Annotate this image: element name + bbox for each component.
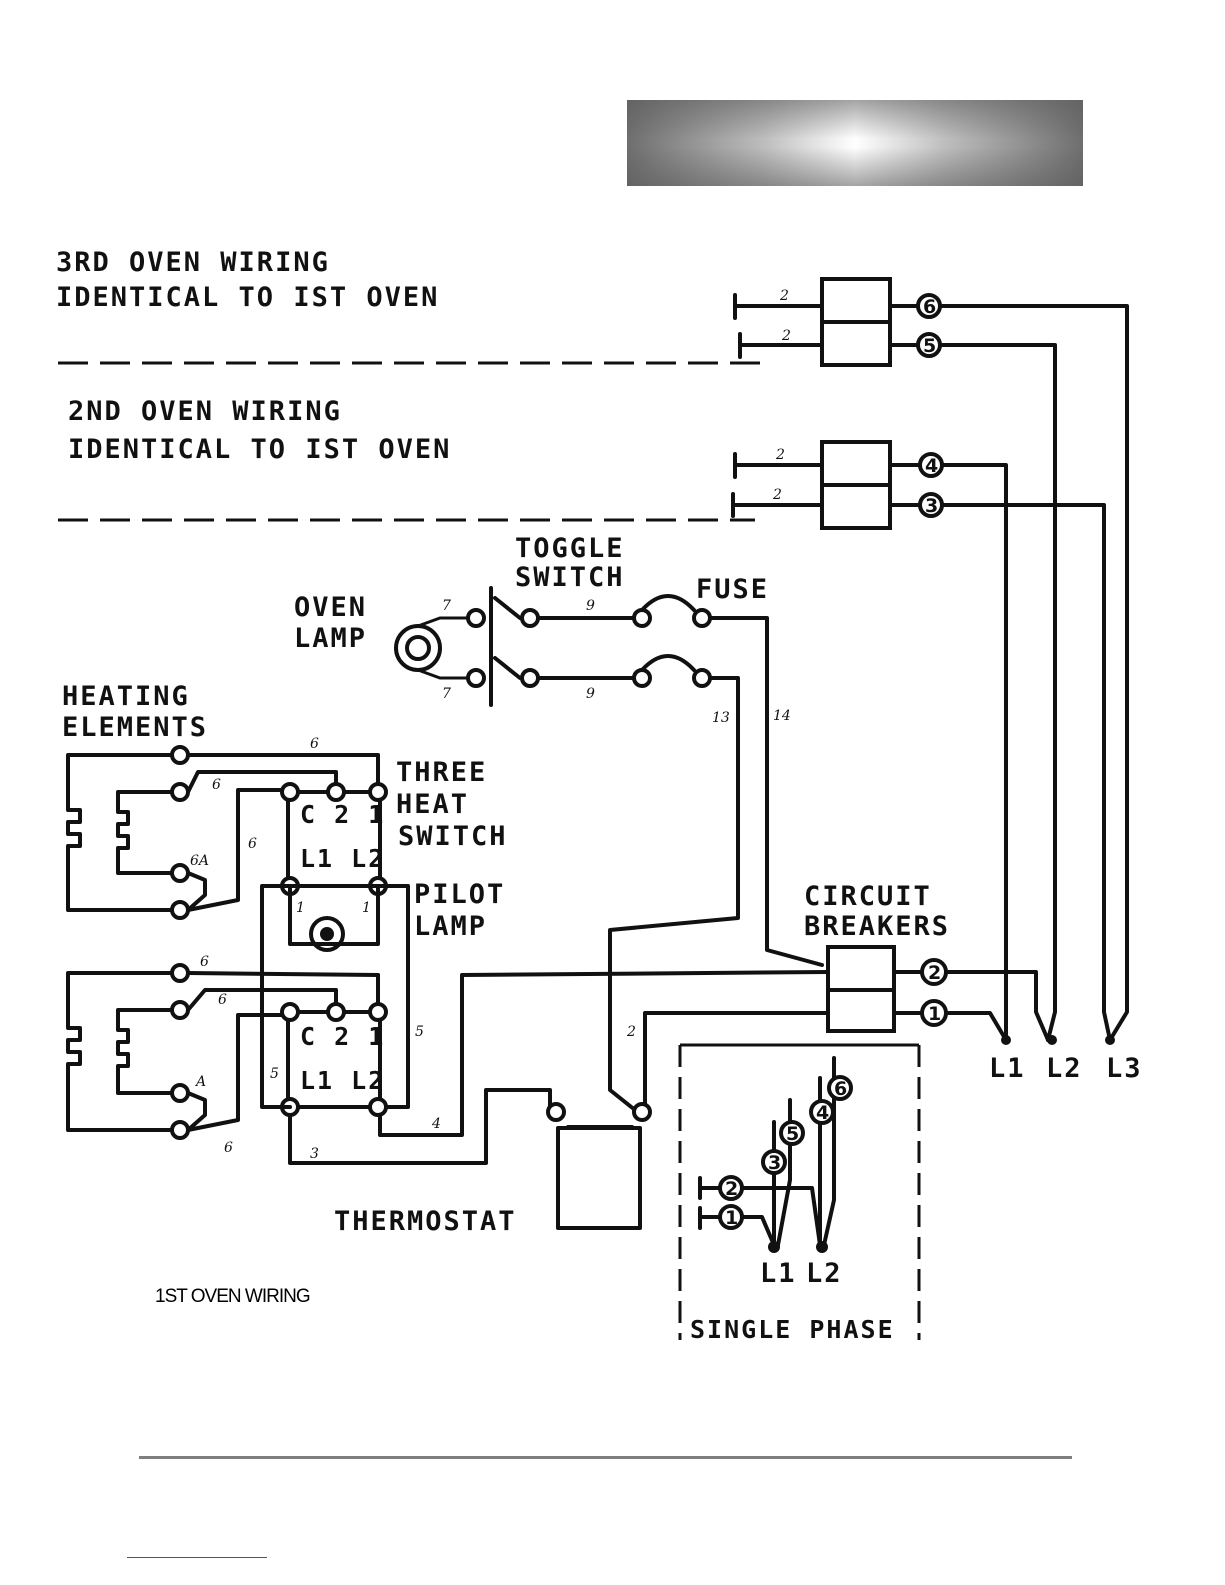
wire-number: 2: [626, 1024, 636, 1040]
wire-number: 6: [248, 836, 257, 852]
terminal-label: 5: [923, 335, 936, 357]
pilot-lamp-label-line2: LAMP: [414, 911, 487, 942]
pilot-lamp: 1 1: [288, 884, 380, 952]
switch-bottom-terminals: L1 L2: [300, 844, 385, 873]
three-heat-switch-label-line3: SWITCH: [398, 821, 508, 852]
second-oven-note-line2: IDENTICAL TO IST OVEN: [68, 434, 451, 465]
wire-number: 6: [218, 992, 227, 1008]
terminal-label: 5: [786, 1123, 799, 1145]
wire-number: 2: [779, 288, 789, 304]
thermostat: [546, 1102, 652, 1230]
wire-number: 3: [310, 1146, 319, 1162]
line-l3-label: L3: [1106, 1053, 1143, 1084]
second-oven-note-line1: 2ND OVEN WIRING: [68, 396, 342, 427]
lower-heating-elements: 6 6 6 A C 2 1 L1 L2: [66, 954, 388, 1156]
thermostat-label: THERMOSTAT: [334, 1206, 517, 1237]
terminal-label: 4: [925, 455, 938, 477]
wire-number: 5: [270, 1066, 279, 1082]
fuse-label: FUSE: [696, 574, 769, 605]
wire-number: 7: [442, 598, 451, 614]
single-phase-inset: 2 1 3 5 4 6 L1 L2 SINGLE PHASE: [678, 1043, 921, 1344]
switch-top-terminals-lower: C 2 1: [300, 1022, 385, 1051]
footer-divider: [139, 1456, 1072, 1459]
third-oven-note-line1: 3RD OVEN WIRING: [56, 247, 330, 278]
wire-number: 6A: [190, 853, 209, 869]
wire-number: 13: [712, 710, 730, 726]
circuit-breakers-label-line1: CIRCUIT: [804, 881, 932, 912]
wire-number: 14: [773, 708, 791, 724]
single-phase-l2: L2: [806, 1258, 843, 1289]
wire-number: 9: [586, 686, 595, 702]
line-feeders: L1 L2 L3: [938, 304, 1143, 1084]
circuit-breakers: 2 1 2: [378, 945, 948, 1137]
terminal-label: 3: [768, 1152, 781, 1174]
three-heat-switch-label-line2: HEAT: [396, 789, 469, 820]
switch-bottom-terminals-lower: L1 L2: [300, 1066, 385, 1095]
single-phase-l1: L1: [760, 1258, 797, 1289]
wire-number: 2: [772, 487, 782, 503]
terminal-label: 1: [725, 1207, 738, 1229]
heating-elements-label-line1: HEATING: [62, 681, 190, 712]
terminal-label: 3: [925, 495, 938, 517]
wire-number: 1: [362, 900, 371, 916]
wire-number: 4: [431, 1116, 441, 1132]
breaker-pair-6-5: 2 2 6 5: [733, 277, 942, 367]
wire-number: 2: [781, 328, 791, 344]
wire-number: 5: [415, 1024, 424, 1040]
interconnect-wires: 5 5 3 4: [260, 884, 552, 1165]
wire-number: 2: [775, 447, 785, 463]
three-heat-switch-label-line1: THREE: [396, 757, 487, 788]
terminal-label: 6: [834, 1078, 847, 1100]
terminal-label: 6: [923, 296, 936, 318]
wire-number: 6: [200, 954, 209, 970]
terminal-label: 2: [725, 1178, 738, 1200]
terminal-label: 4: [816, 1102, 829, 1124]
line-l2-label: L2: [1046, 1053, 1083, 1084]
wire-number: 6: [310, 736, 319, 752]
terminal-label: 1: [928, 1003, 941, 1025]
header-banner: [627, 100, 1083, 186]
oven-lamp-and-toggle-circuit: 7 7 9 9 14 13: [394, 586, 824, 1112]
pilot-lamp-label-line1: PILOT: [414, 879, 505, 910]
wire-number: 7: [442, 686, 451, 702]
first-oven-caption: 1ST OVEN WIRING: [155, 1286, 310, 1307]
switch-top-terminals: C 2 1: [300, 800, 385, 829]
breaker-pair-4-3: 2 2 4 3: [731, 440, 944, 530]
wire-number: 1: [296, 900, 305, 916]
line-l1-label: L1: [989, 1053, 1026, 1084]
toggle-switch-label-line1: TOGGLE: [515, 533, 625, 564]
circuit-breakers-label-line2: BREAKERS: [804, 911, 950, 942]
footer-link-underline: [127, 1557, 267, 1558]
oven-lamp-label-line2: LAMP: [294, 623, 367, 654]
toggle-switch-label-line2: SWITCH: [515, 562, 625, 593]
wire-number: 9: [586, 598, 595, 614]
upper-heating-elements: 6 6 6 6A C 2 1 L1 L2: [66, 736, 388, 920]
third-oven-note-line2: IDENTICAL TO IST OVEN: [56, 282, 439, 313]
oven-lamp-label-line1: OVEN: [294, 592, 367, 623]
wire-number: 6: [212, 777, 221, 793]
wire-number: A: [194, 1074, 206, 1090]
single-phase-label: SINGLE PHASE: [690, 1315, 895, 1344]
terminal-label: 2: [928, 962, 941, 984]
wire-number: 6: [224, 1140, 233, 1156]
heating-elements-label-line2: ELEMENTS: [62, 712, 208, 743]
